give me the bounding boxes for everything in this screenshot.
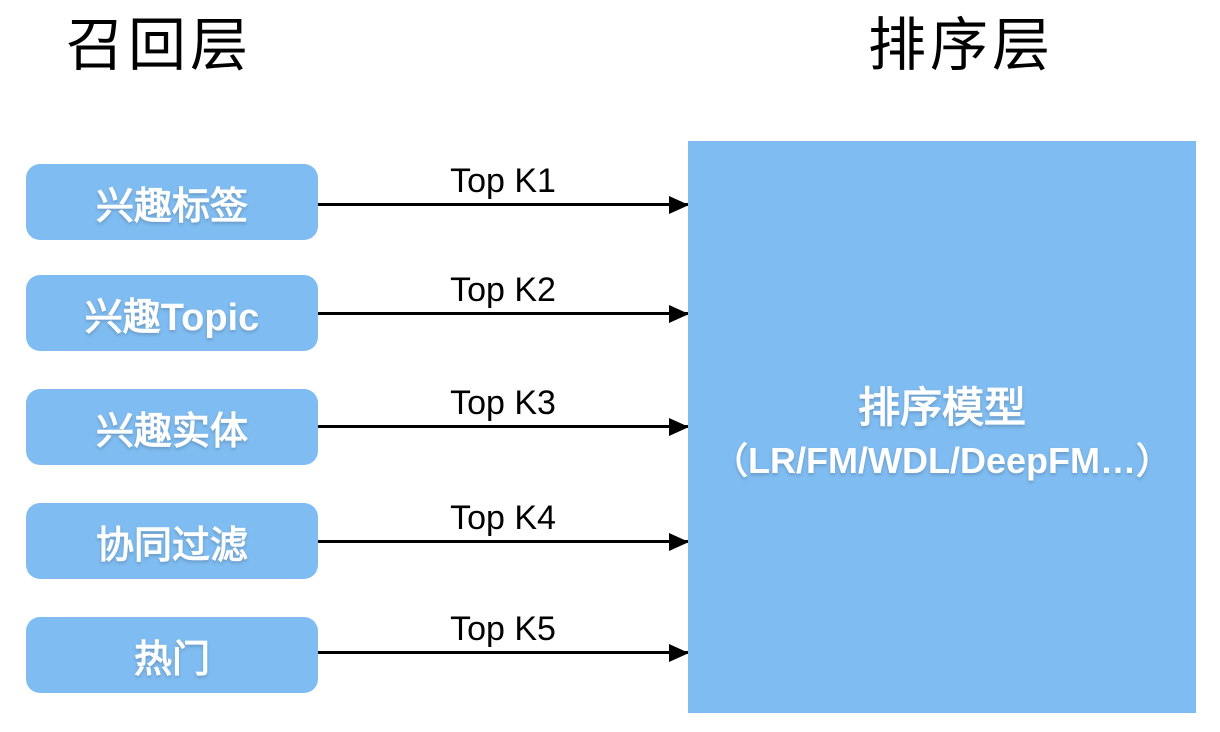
recall-source-label: 兴趣Topic (84, 296, 260, 339)
recall-source-box-interest-tags: 兴趣标签 (26, 164, 318, 240)
topk1-label: Top K1 (450, 162, 556, 200)
flow-topk5: Top K5 (318, 608, 688, 654)
arrow-right-icon (318, 203, 688, 206)
arrow-right-icon (318, 540, 688, 543)
topk5-label: Top K5 (450, 610, 556, 648)
ranking-model-subtitle: （LR/FM/WDL/DeepFM…） (712, 439, 1172, 481)
recall-source-box-interest-topic: 兴趣Topic (26, 275, 318, 351)
topk4-label: Top K4 (450, 499, 556, 537)
recall-source-box-popular: 热门 (26, 617, 318, 693)
ranking-model-title: 排序模型 (857, 384, 1026, 432)
flow-topk1: Top K1 (318, 160, 688, 206)
recall-layer-heading: 召回层 (66, 13, 253, 78)
ranking-layer-heading: 排序层 (868, 13, 1055, 78)
recall-source-box-collaborative-filtering: 协同过滤 (26, 503, 318, 579)
recall-source-label: 热门 (133, 638, 210, 681)
arrow-right-icon (318, 651, 688, 654)
flow-topk3: Top K3 (318, 382, 688, 428)
flow-topk2: Top K2 (318, 269, 688, 315)
topk2-label: Top K2 (450, 271, 556, 309)
recall-source-label: 兴趣实体 (95, 410, 248, 453)
ranking-model-box: 排序模型 （LR/FM/WDL/DeepFM…） (688, 141, 1196, 713)
arrow-right-icon (318, 425, 688, 428)
recall-source-label: 兴趣标签 (95, 185, 248, 228)
flow-topk4: Top K4 (318, 497, 688, 543)
topk3-label: Top K3 (450, 384, 556, 422)
recall-source-box-interest-entity: 兴趣实体 (26, 389, 318, 465)
recall-source-label: 协同过滤 (95, 524, 248, 567)
arrow-right-icon (318, 312, 688, 315)
